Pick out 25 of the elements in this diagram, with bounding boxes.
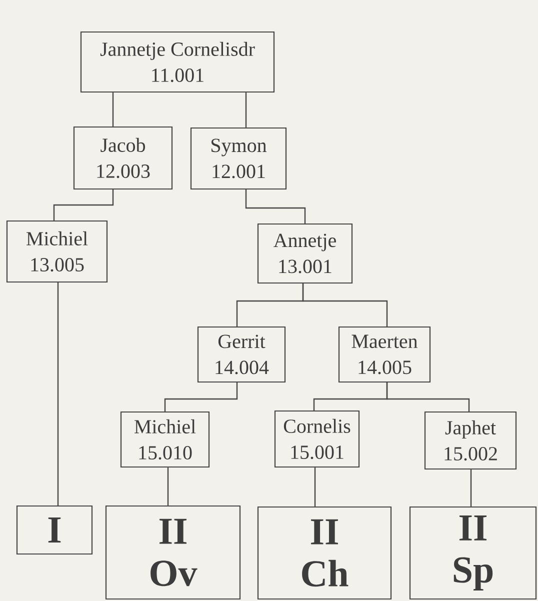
connector-line [470,470,472,506]
person-box: Japhet 15.002 [424,411,517,470]
connector-line [245,190,306,224]
person-box: Jannetje Cornelisdr 11.001 [80,31,275,93]
person-box: Annetje 13.001 [257,223,353,284]
person-box: Michiel 13.005 [6,220,108,283]
connector-line [302,284,388,326]
group-box: II Sp [409,506,537,600]
connector-line [167,468,169,506]
connector-line [164,382,238,412]
person-box: Cornelis 15.001 [274,410,360,468]
connector-line [53,190,114,220]
group-box: I [16,505,93,555]
connector-line [57,282,59,506]
group-box: II Ch [257,506,392,600]
connector-line [386,382,470,412]
person-box: Michiel 15.010 [120,411,210,468]
connector-line [314,468,316,506]
person-box: Jacob 12.003 [73,126,173,190]
person-box: Gerrit 14.004 [197,326,286,383]
person-box: Symon 12.001 [190,127,287,190]
person-box: Maerten 14.005 [338,326,431,383]
connector-line [245,92,247,128]
connector-line [112,92,114,126]
group-box: II Ov [105,505,241,600]
